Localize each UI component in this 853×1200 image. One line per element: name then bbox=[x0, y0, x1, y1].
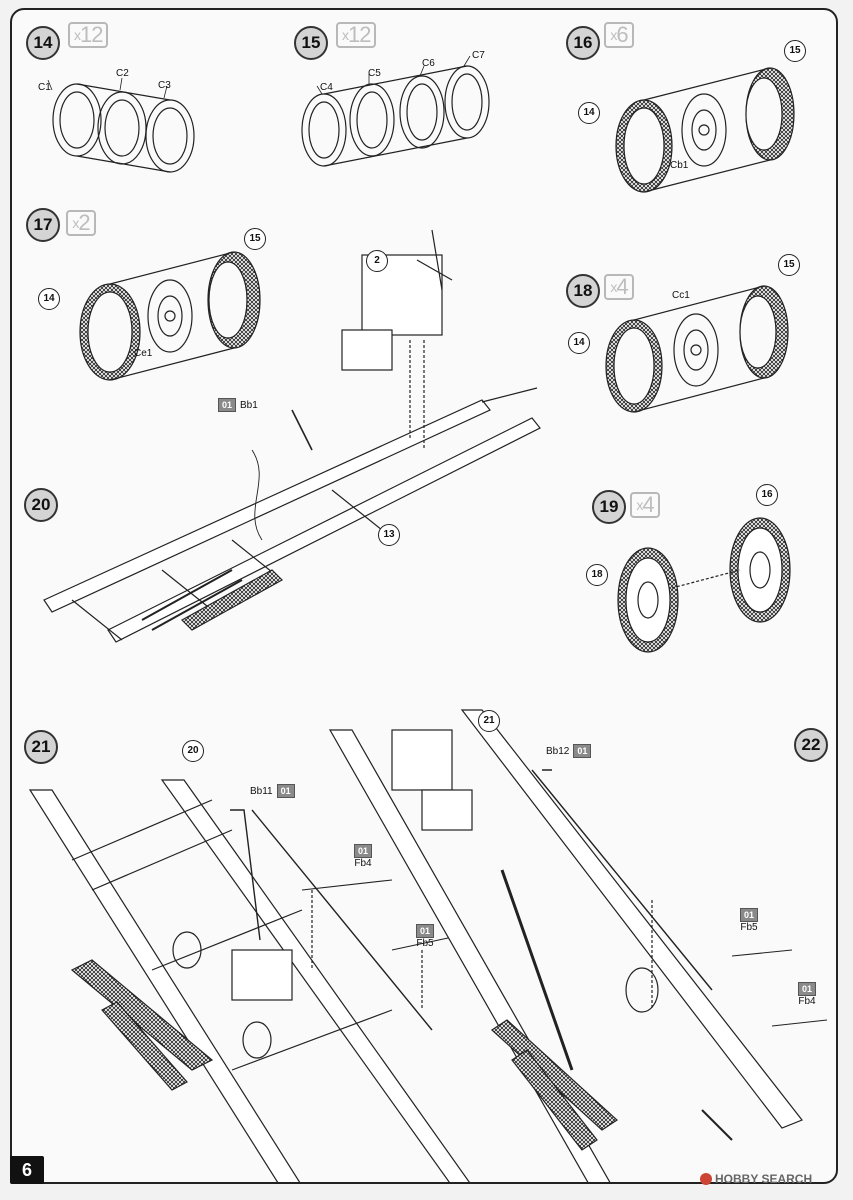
step-number-21: 21 bbox=[24, 730, 58, 764]
tag-fb4-step21: 01 Fb4 bbox=[354, 844, 373, 869]
watermark-logo-icon bbox=[700, 1173, 712, 1185]
part-label-ce1: Ce1 bbox=[134, 348, 153, 359]
sprue-code: 01 bbox=[276, 784, 295, 798]
part-label-c6: C6 bbox=[422, 58, 435, 69]
watermark: HOBBY SEARCH bbox=[700, 1172, 812, 1186]
assembly-drawings bbox=[28, 55, 828, 1182]
ref-16-15: 15 bbox=[784, 40, 806, 62]
tag-bb1: 01 Bb1 bbox=[218, 398, 258, 412]
ref-20-2: 2 bbox=[366, 250, 388, 272]
sprue-code: 01 bbox=[573, 744, 592, 758]
quantity-value: 2 bbox=[78, 210, 90, 235]
quantity-value: 6 bbox=[616, 22, 628, 47]
sprue-code: 01 bbox=[354, 844, 373, 858]
watermark-text: HOBBY SEARCH bbox=[715, 1172, 813, 1186]
ref-18-14: 14 bbox=[568, 332, 590, 354]
step-number-18: 18 bbox=[566, 274, 600, 308]
part-label-fb4: Fb4 bbox=[798, 996, 816, 1007]
part-label-bb12: Bb12 bbox=[546, 745, 570, 757]
ref-18-15: 15 bbox=[778, 254, 800, 276]
part-label-c1: C1 bbox=[38, 82, 51, 93]
quantity-value: 12 bbox=[80, 22, 104, 47]
step-number-16: 16 bbox=[566, 26, 600, 60]
step17-wheel bbox=[79, 251, 261, 381]
part-label-c4: C4 bbox=[320, 82, 333, 93]
sprue-code: 01 bbox=[416, 924, 435, 938]
part-label-c2: C2 bbox=[116, 68, 129, 79]
quantity-badge-18: x4 bbox=[604, 274, 634, 300]
step-number-17: 17 bbox=[26, 208, 60, 242]
step-number-14: 14 bbox=[26, 26, 60, 60]
ref-22-21: 21 bbox=[478, 710, 500, 732]
step-number-20: 20 bbox=[24, 488, 58, 522]
quantity-value: 4 bbox=[616, 274, 628, 299]
part-label-fb5: Fb5 bbox=[416, 938, 434, 949]
part-label-bb1: Bb1 bbox=[240, 399, 258, 411]
quantity-badge-16: x6 bbox=[604, 22, 634, 48]
part-label-cb1: Cb1 bbox=[670, 160, 689, 171]
part-label-cc1: Cc1 bbox=[672, 290, 690, 301]
quantity-badge-15: x12 bbox=[336, 22, 377, 48]
quantity-badge-19: x4 bbox=[630, 492, 660, 518]
step16-wheel bbox=[615, 67, 795, 193]
part-label-bb11: Bb11 bbox=[250, 785, 273, 797]
ref-19-18: 18 bbox=[586, 564, 608, 586]
step18-wheel bbox=[605, 285, 789, 413]
quantity-value: 12 bbox=[348, 22, 372, 47]
ref-19-16: 16 bbox=[756, 484, 778, 506]
step-number-15: 15 bbox=[294, 26, 328, 60]
part-label-c5: C5 bbox=[368, 68, 381, 79]
quantity-value: 4 bbox=[642, 492, 654, 517]
step15-rings bbox=[301, 55, 490, 167]
part-label-c3: C3 bbox=[158, 80, 171, 91]
ref-17-14: 14 bbox=[38, 288, 60, 310]
tag-bb12: Bb12 01 bbox=[546, 744, 592, 758]
page-number: 6 bbox=[10, 1156, 44, 1184]
step-number-22: 22 bbox=[794, 728, 828, 762]
ref-20-13: 13 bbox=[378, 524, 400, 546]
step14-rings bbox=[47, 77, 195, 173]
sprue-code: 01 bbox=[798, 982, 817, 996]
ref-16-14: 14 bbox=[578, 102, 600, 124]
step22-chassis bbox=[328, 709, 828, 1182]
step19-tires bbox=[617, 517, 791, 653]
step-number-19: 19 bbox=[592, 490, 626, 524]
part-label-fb4: Fb4 bbox=[354, 858, 372, 869]
tag-fb4-step22: 01 Fb4 bbox=[798, 982, 817, 1007]
quantity-badge-14: x12 bbox=[68, 22, 109, 48]
tag-fb5-step22: 01 Fb5 bbox=[740, 908, 759, 933]
step20-chassis bbox=[43, 229, 541, 643]
quantity-badge-17: x2 bbox=[66, 210, 96, 236]
part-label-fb5: Fb5 bbox=[740, 922, 758, 933]
sprue-code: 01 bbox=[740, 908, 759, 922]
instruction-page: 14 x12 15 x12 16 x6 17 x2 18 x4 19 x4 20… bbox=[10, 8, 838, 1184]
ref-21-20: 20 bbox=[182, 740, 204, 762]
part-label-c7: C7 bbox=[472, 50, 485, 61]
sprue-code: 01 bbox=[218, 398, 237, 412]
tag-fb5-step21: 01 Fb5 bbox=[416, 924, 435, 949]
ref-17-15: 15 bbox=[244, 228, 266, 250]
tag-bb11: Bb11 01 bbox=[250, 784, 295, 798]
step21-chassis bbox=[28, 779, 470, 1182]
